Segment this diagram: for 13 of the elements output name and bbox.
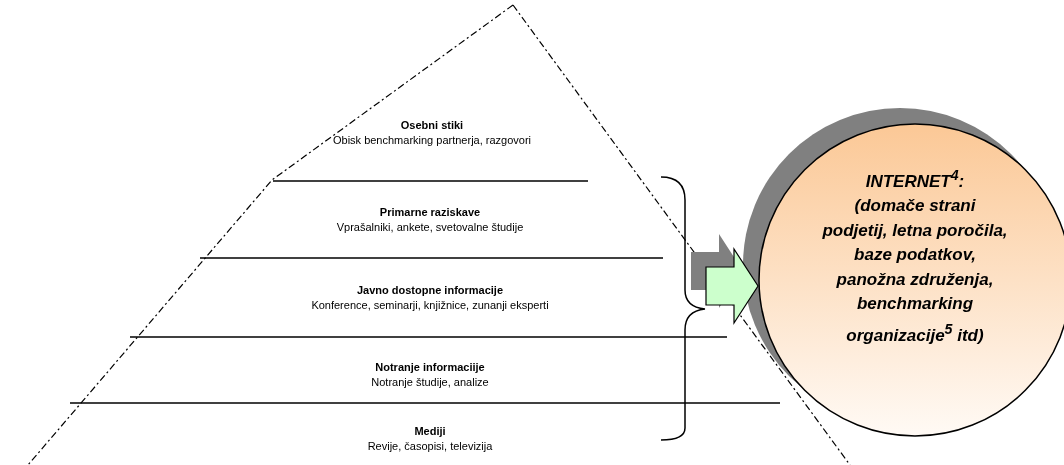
circle-text: INTERNET$^{4}$: <box>864 166 966 193</box>
layer-heading: Primarne raziskave <box>378 205 482 220</box>
circle-text: (domače strani podjetij, letna poročila, baze podatkov, panožna združenja, benchmarking organizacije$^{5}$ itd) <box>821 195 1009 347</box>
layer-description: Vprašalniki, ankete, svetovalne študije <box>335 220 525 235</box>
layer-heading: Mediji <box>413 424 447 439</box>
layer-heading: Notranje informaciije <box>374 360 486 375</box>
layer-description: Notranje študije, analize <box>370 375 490 390</box>
layer-heading: Osebni stiki <box>399 118 465 133</box>
layer-description: Obisk benchmarking partnerja, razgovori <box>332 133 532 148</box>
layer-heading: Javno dostopne informacije <box>355 283 505 298</box>
layer-description: Konference, seminarji, knjižnice, zunanji eksperti <box>310 298 550 313</box>
layer-description: Revije, časopisi, televizija <box>366 439 494 454</box>
block-arrow <box>691 234 759 326</box>
